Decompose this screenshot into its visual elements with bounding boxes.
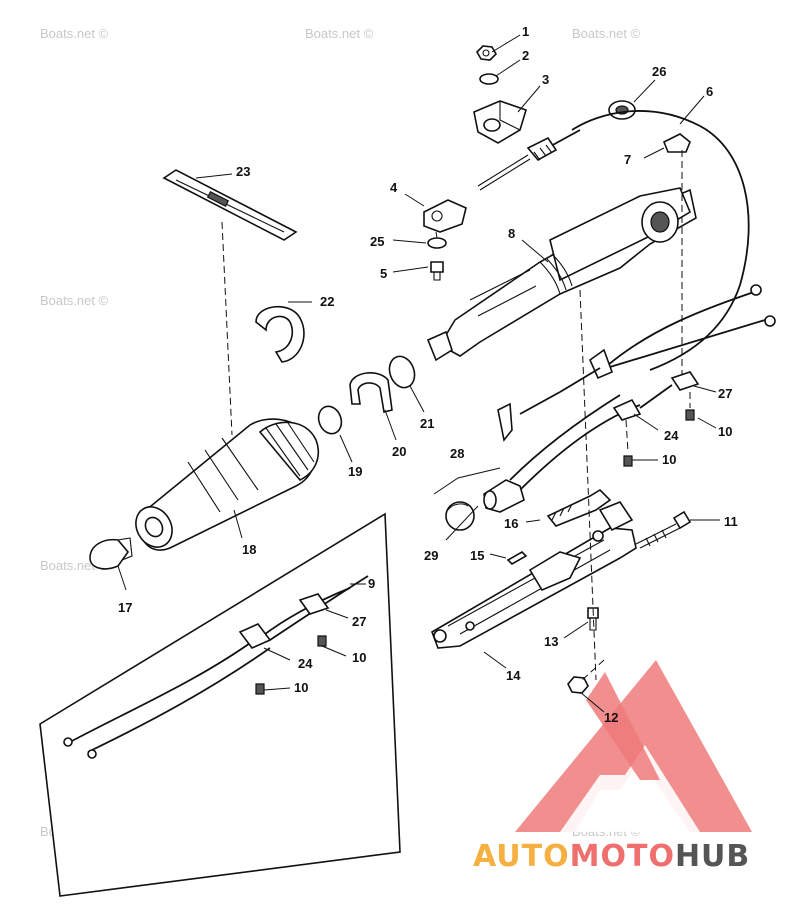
callout-1: 1: [522, 24, 529, 39]
callout-14: 14: [506, 668, 521, 683]
callout-18: 18: [242, 542, 256, 557]
callout-29: 29: [424, 548, 438, 563]
callout-24: 24: [664, 428, 679, 443]
logo-stroke: [586, 672, 660, 780]
callout-10: 10: [352, 650, 366, 665]
watermark: Boats.net ©: [40, 26, 109, 41]
part-21-o-ring: [388, 355, 416, 389]
part-1-nut: [476, 45, 497, 61]
part-7-clip: [662, 133, 691, 153]
callout-16: 16: [504, 516, 518, 531]
part-19-o-ring: [317, 405, 343, 435]
part-12-nut: [567, 676, 589, 694]
callout-8: 8: [508, 226, 515, 241]
callout-15: 15: [470, 548, 484, 563]
part-23-decal-plate: [162, 169, 298, 241]
callout-7: 7: [624, 152, 631, 167]
callout-labels: 1 2 3 4 5 6 7 8 9 10 10 10 10 11 12 13 1…: [118, 24, 738, 725]
callout-12: 12: [604, 710, 618, 725]
callout-19: 19: [348, 464, 362, 479]
callout-23: 23: [236, 164, 250, 179]
callout-27: 27: [718, 386, 732, 401]
callout-4: 4: [390, 180, 398, 195]
part-11-screw: [635, 510, 692, 549]
part-25-washer: [427, 237, 447, 249]
callout-24: 24: [298, 656, 313, 671]
part-2-washer: [479, 73, 499, 85]
callout-13: 13: [544, 634, 558, 649]
callout-9: 9: [368, 576, 375, 591]
callout-11: 11: [724, 514, 738, 529]
part-5-screw: [430, 261, 444, 281]
callout-6: 6: [706, 84, 713, 99]
logo-triangle-inner: [560, 745, 700, 832]
callout-28: 28: [450, 446, 464, 461]
callout-10: 10: [294, 680, 308, 695]
callout-27: 27: [352, 614, 366, 629]
part-16-detent-spring: [546, 488, 612, 527]
callout-5: 5: [380, 266, 387, 281]
part-26-grommet: [608, 100, 636, 120]
bracket-28: [433, 467, 501, 495]
watermark: Boats.net ©: [572, 26, 641, 41]
callout-22: 22: [320, 294, 334, 309]
brand-logo: AUTOMOTOHUB: [473, 660, 752, 874]
callout-10: 10: [718, 424, 732, 439]
leader-lines: [117, 34, 720, 713]
wiring-harness-upper: [497, 284, 776, 491]
callout-25: 25: [370, 234, 384, 249]
watermark: Boats.net ©: [305, 26, 374, 41]
callout-20: 20: [392, 444, 406, 459]
part-18-handle: [135, 418, 320, 551]
part-15-pin: [506, 551, 528, 565]
callout-10: 10: [662, 452, 676, 467]
part-10-screw: [623, 409, 695, 467]
alignment-lines: [221, 150, 691, 683]
callout-17: 17: [118, 600, 132, 615]
brand-hub: HUB: [675, 839, 750, 874]
callout-2: 2: [522, 48, 529, 63]
part-4-bracket: [423, 199, 467, 233]
watermark: Boats.net ©: [40, 293, 109, 308]
svg-text:AUTOMOTOHUB: AUTOMOTOHUB: [473, 839, 750, 874]
callout-3: 3: [542, 72, 549, 87]
inset-alternate-harness: [39, 512, 401, 897]
part-29-bulb: [445, 501, 475, 531]
part-14-base: [431, 501, 637, 649]
brand-auto: AUTO: [473, 839, 570, 874]
part-28-lamp-socket: [483, 479, 525, 513]
callout-21: 21: [420, 416, 434, 431]
callout-26: 26: [652, 64, 666, 79]
part-22-retainer-ring: [255, 305, 305, 363]
part-17-knob: [89, 537, 133, 570]
part-3-clamp: [473, 100, 527, 144]
part-20-retaining-clip: [349, 372, 393, 413]
brand-moto: MOTO: [570, 839, 675, 874]
part-6-shift-cable: [477, 110, 750, 371]
part-8-throttle-housing: [426, 187, 697, 362]
